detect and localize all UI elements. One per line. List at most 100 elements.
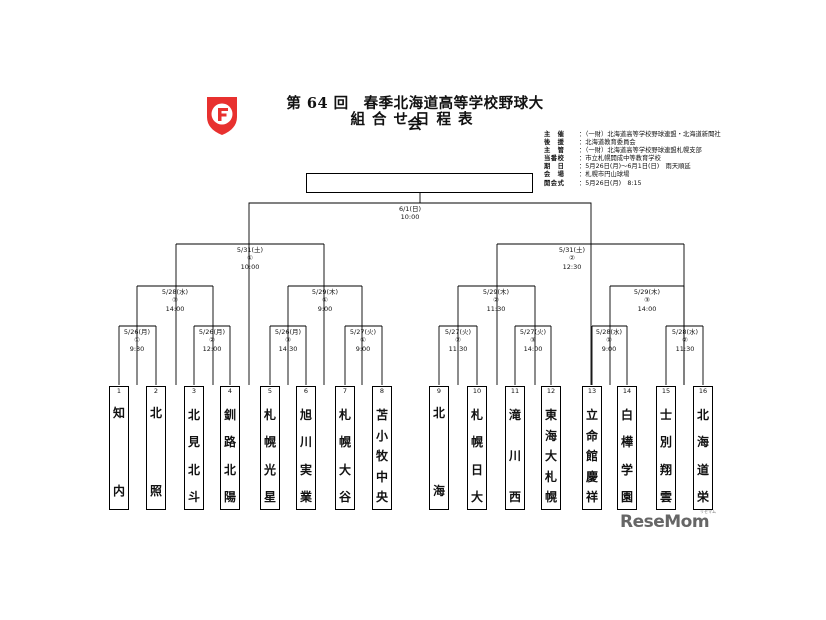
team-name-char: 幌 <box>263 435 276 450</box>
match-time: 11:30 <box>486 304 506 313</box>
first-round-label: 5/26(月) ① 9:30 <box>124 328 150 353</box>
team-name-char: 谷 <box>338 489 351 504</box>
semifinal-label: 5/31(土) ② 12:30 <box>559 246 585 271</box>
team-slot-10 <box>467 386 487 510</box>
team-name: 知内 <box>109 406 129 498</box>
match-date: 5/29(木) <box>311 288 339 296</box>
first-round-label: 5/28(水) ② 11:30 <box>672 328 698 353</box>
team-name-char: 見 <box>187 435 200 450</box>
team-name-char: 苫 <box>375 408 388 422</box>
team-name-char: 海 <box>432 484 445 498</box>
first-round-label: 5/27(火) ① 9:00 <box>350 328 376 353</box>
team-name-char: 央 <box>375 490 388 504</box>
team-name-char: 札 <box>470 408 483 422</box>
team-name-char: 白 <box>620 408 633 422</box>
team-slot-13 <box>582 386 602 510</box>
match-time: 9:00 <box>601 344 617 353</box>
tournament-info: 主 催：（一財）北海道高等学校野球連盟・北海道新聞社 後 援：北海道教育委員会 … <box>544 131 784 188</box>
first-round-label: 5/26(月) ③ 14:30 <box>275 328 301 353</box>
first-round-label: 5/27(火) ② 11:30 <box>445 328 471 353</box>
match-game: ③ <box>644 296 650 305</box>
team-slot-12 <box>541 386 561 510</box>
team-name-char: 日 <box>470 462 483 477</box>
team-name-char: 海 <box>544 428 557 443</box>
team-name-char: 北 <box>187 408 200 422</box>
team-number: 8 <box>379 387 385 395</box>
team-name-char: 大 <box>338 462 351 477</box>
team-name: 立命館慶祥 <box>582 408 602 504</box>
first-round-label: 5/26(月) ② 12:00 <box>199 328 225 353</box>
team-name: 滝川西 <box>505 408 525 504</box>
team-name-char: 陽 <box>223 489 236 504</box>
match-game: ③ <box>530 336 536 345</box>
team-number: 5 <box>267 387 273 395</box>
team-name-char: 北 <box>187 462 200 477</box>
match-game: ① <box>134 336 140 345</box>
match-time: 12:30 <box>562 262 582 271</box>
info-value: ：5月26日(月) 8:15 <box>579 179 642 187</box>
team-name-char: 北 <box>149 406 162 420</box>
team-name-char: 雲 <box>659 489 672 504</box>
match-time: 14:00 <box>637 304 657 313</box>
info-key: 開会式 <box>544 179 565 187</box>
final-label: 6/1(日) 10:00 <box>399 205 421 222</box>
page-title: 第 64 回 春季北海道高等学校野球大会 <box>286 95 544 133</box>
team-number: 3 <box>191 387 197 395</box>
team-name-char: 北 <box>696 408 709 422</box>
team-number: 9 <box>436 387 442 395</box>
match-date: 5/31(土) <box>236 246 264 254</box>
team-name-char: 札 <box>263 408 276 422</box>
match-time: 14:00 <box>523 344 543 353</box>
team-name-char: 命 <box>585 428 598 443</box>
team-number: 1 <box>116 387 122 395</box>
team-slot-1 <box>109 386 129 510</box>
team-slot-4 <box>220 386 240 510</box>
team-name: 白樺学園 <box>617 408 637 504</box>
match-date: 5/28(水) <box>161 288 189 296</box>
team-name-char: 札 <box>544 469 557 484</box>
info-key: 当番校 <box>544 155 565 163</box>
quarterfinal-label: 5/29(木) ② 11:30 <box>483 288 509 313</box>
team-name: 旭川実業 <box>296 408 316 504</box>
match-date: 5/27(火) <box>444 328 472 336</box>
team-number: 15 <box>661 387 671 395</box>
team-number: 6 <box>303 387 309 395</box>
team-name-char: 川 <box>508 449 521 463</box>
resemom-watermark-sub: リセマム <box>700 509 716 514</box>
match-time: 9:30 <box>129 344 145 353</box>
info-row: 主 管：（一財）北海道高等学校野球連盟札幌支部 <box>544 147 784 155</box>
team-name: 北照 <box>146 406 166 498</box>
info-row: 後 援：北海道教育委員会 <box>544 139 784 147</box>
info-row: 会 場：札幌市円山球場 <box>544 171 784 179</box>
team-name-char: 北 <box>223 462 236 477</box>
match-date: 5/28(水) <box>671 328 699 336</box>
quarterfinal-label: 5/28(水) ③ 14:00 <box>162 288 188 313</box>
team-slot-14 <box>617 386 637 510</box>
match-game: ① <box>606 336 612 345</box>
match-game: ② <box>682 336 688 345</box>
team-name: 札幌大谷 <box>335 408 355 504</box>
team-name-char: 照 <box>149 484 162 498</box>
team-name-char: 札 <box>338 408 351 422</box>
team-slot-11 <box>505 386 525 510</box>
match-date: 5/26(月) <box>123 328 151 336</box>
team-name-char: 園 <box>620 489 633 504</box>
match-date: 5/28(水) <box>595 328 623 336</box>
semifinal-label: 5/31(土) ① 10:00 <box>237 246 263 271</box>
team-name-char: 大 <box>544 449 557 463</box>
resemom-watermark: ReseMom <box>620 512 710 532</box>
team-number: 10 <box>472 387 482 395</box>
team-name-char: 館 <box>585 449 598 463</box>
team-name: 釧路北陽 <box>220 408 240 504</box>
page-subtitle: 組合せ日程表 <box>350 111 480 128</box>
match-time: 9:00 <box>317 304 333 313</box>
match-game: ② <box>493 296 499 305</box>
match-date: 5/29(木) <box>633 288 661 296</box>
team-slot-7 <box>335 386 355 510</box>
team-name-char: 内 <box>112 484 125 498</box>
team-name-char: 業 <box>299 489 312 504</box>
team-name-char: 牧 <box>375 449 388 463</box>
info-row: 期 日：5月26日(月)～6月1日(日) 雨天順延 <box>544 163 784 171</box>
match-game: ② <box>455 336 461 345</box>
team-name-char: 慶 <box>585 469 598 484</box>
